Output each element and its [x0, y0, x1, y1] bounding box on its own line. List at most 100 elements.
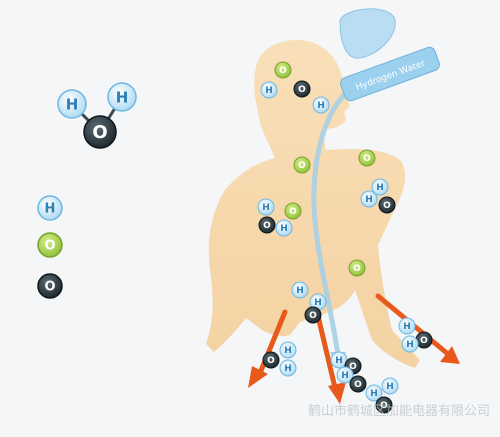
hydrogen-atom: H — [398, 317, 416, 335]
hydrogen-atom-circle — [371, 178, 389, 196]
oxygen-atom-dark: O — [375, 396, 393, 414]
oxygen-atom-dark: O — [262, 351, 280, 369]
hydrogen-atom: H — [279, 359, 297, 377]
hydrogen-atom-symbol: H — [66, 95, 79, 113]
oxygen-atom-dark: O — [349, 375, 367, 393]
hydrogen-atom: H — [107, 82, 137, 112]
oxygen-atom-dark-circle — [83, 115, 117, 149]
oxygen-atom-dark-circle — [378, 196, 396, 214]
hydrogen-atom-symbol: H — [116, 88, 129, 106]
hydrogen-atom-circle — [291, 281, 309, 299]
oxygen-atom-dark: O — [304, 306, 322, 324]
oxygen-atom-green-symbol: O — [353, 264, 361, 274]
hydrogen-atom-circle — [279, 341, 297, 359]
oxygen-atom-dark-symbol: O — [349, 362, 357, 372]
hydrogen-atom-symbol: H — [376, 183, 384, 193]
hydrogen-atom-circle — [336, 366, 354, 384]
hydrogen-atom-circle — [260, 81, 278, 99]
oxygen-atom-dark-symbol: O — [354, 380, 362, 390]
oxygen-atom-dark-symbol: O — [383, 201, 391, 211]
oxygen-atom-green-symbol: O — [363, 154, 371, 164]
hydrogen-atom-symbol: H — [386, 382, 394, 392]
hydrogen-atom-symbol: H — [335, 356, 343, 366]
oxygen-atom-dark: O — [378, 196, 396, 214]
hydrogen-atom-symbol: H — [314, 298, 322, 308]
hydrogen-atom-circle — [360, 190, 378, 208]
hydrogen-atom-symbol: H — [406, 340, 414, 350]
oxygen-atom-dark-symbol: O — [267, 356, 275, 366]
oxygen-atom-green-circle — [293, 156, 311, 174]
hydrogen-atom-circle — [37, 195, 63, 221]
hydrogen-atom: H — [279, 341, 297, 359]
hydrogen-atom-circle — [381, 377, 399, 395]
hydrogen-atom-symbol: H — [296, 286, 304, 296]
oxygen-atom-dark-symbol: O — [92, 122, 107, 143]
oxygen-atom-dark-symbol: O — [263, 221, 271, 231]
arrow-left-head — [248, 366, 268, 388]
oxygen-atom-dark: O — [293, 80, 311, 98]
hydrogen-atom-circle — [365, 384, 383, 402]
hydrogen-atom: H — [365, 384, 383, 402]
oxygen-atom-green-circle — [37, 232, 63, 258]
hydrogen-atom-symbol: H — [370, 389, 378, 399]
oxygen-atom-dark-circle — [304, 306, 322, 324]
hydrogen-atom-circle — [279, 359, 297, 377]
oxygen-atom-green: O — [274, 61, 292, 79]
oxygen-atom-dark-circle — [262, 351, 280, 369]
oxygen-atom-green: O — [284, 202, 302, 220]
oxygen-atom-green-symbol: O — [298, 161, 306, 171]
oxygen-atom-dark-circle — [293, 80, 311, 98]
watermark-text: 鹤山市鹤城区加能电器有限公司 — [308, 403, 490, 419]
hydrogen-atom-symbol: H — [341, 371, 349, 381]
hydrogen-atom: H — [57, 89, 87, 119]
oxygen-atom-green: O — [37, 232, 63, 258]
oxygen-atom-green-circle — [348, 259, 366, 277]
hydrogen-atom-symbol: H — [403, 322, 411, 332]
oxygen-atom-green: O — [293, 156, 311, 174]
oxygen-atom-dark-circle — [258, 216, 276, 234]
hydrogen-atom-circle — [275, 219, 293, 237]
hydrogen-atom: H — [312, 96, 330, 114]
oxygen-atom-dark-symbol: O — [380, 401, 388, 411]
oxygen-atom-green-symbol: O — [289, 207, 297, 217]
hydrogen-atom: H — [309, 293, 327, 311]
hydrogen-atom-symbol: H — [280, 224, 288, 234]
water-bottle: Hydrogen Water — [339, 8, 440, 102]
oxygen-atom-dark-symbol: O — [44, 280, 55, 295]
arrow-center — [315, 313, 339, 395]
hydrogen-atom: H — [260, 81, 278, 99]
oxygen-atom-green-symbol: O — [279, 66, 287, 76]
oxygen-atom-dark: O — [83, 115, 117, 149]
hydrogen-atom: H — [257, 198, 275, 216]
hydrogen-atom-symbol: H — [365, 195, 373, 205]
oxygen-atom-green: O — [348, 259, 366, 277]
hydrogen-atom: H — [381, 377, 399, 395]
hydrogen-atom-circle — [57, 89, 87, 119]
hydrogen-atom-symbol: H — [45, 202, 56, 217]
arrow-center-head — [328, 382, 346, 404]
hydrogen-atom: H — [401, 335, 419, 353]
hydrogen-atom-symbol: H — [317, 101, 325, 111]
oxygen-atom-dark: O — [37, 273, 63, 299]
hydrogen-atom-symbol: H — [265, 86, 273, 96]
oxygen-atom-green: O — [358, 149, 376, 167]
oxygen-atom-green-circle — [358, 149, 376, 167]
hydrogen-atom-circle — [401, 335, 419, 353]
oxygen-atom-dark: O — [415, 331, 433, 349]
hydrogen-atom-circle — [312, 96, 330, 114]
hydrogen-atom: H — [360, 190, 378, 208]
hydrogen-atom-circle — [107, 82, 137, 112]
hydrogen-atom-symbol: H — [284, 364, 292, 374]
oxygen-atom-green-circle — [284, 202, 302, 220]
water-stream — [311, 92, 347, 358]
arrow-left — [255, 309, 288, 381]
oxygen-atom-dark: O — [258, 216, 276, 234]
oxygen-atom-dark-symbol: O — [309, 311, 317, 321]
oxygen-atom-dark-circle — [349, 375, 367, 393]
oxygen-atom-green-symbol: O — [44, 239, 55, 254]
oxygen-atom-dark-symbol: O — [298, 85, 306, 95]
hydrogen-atom: H — [275, 219, 293, 237]
